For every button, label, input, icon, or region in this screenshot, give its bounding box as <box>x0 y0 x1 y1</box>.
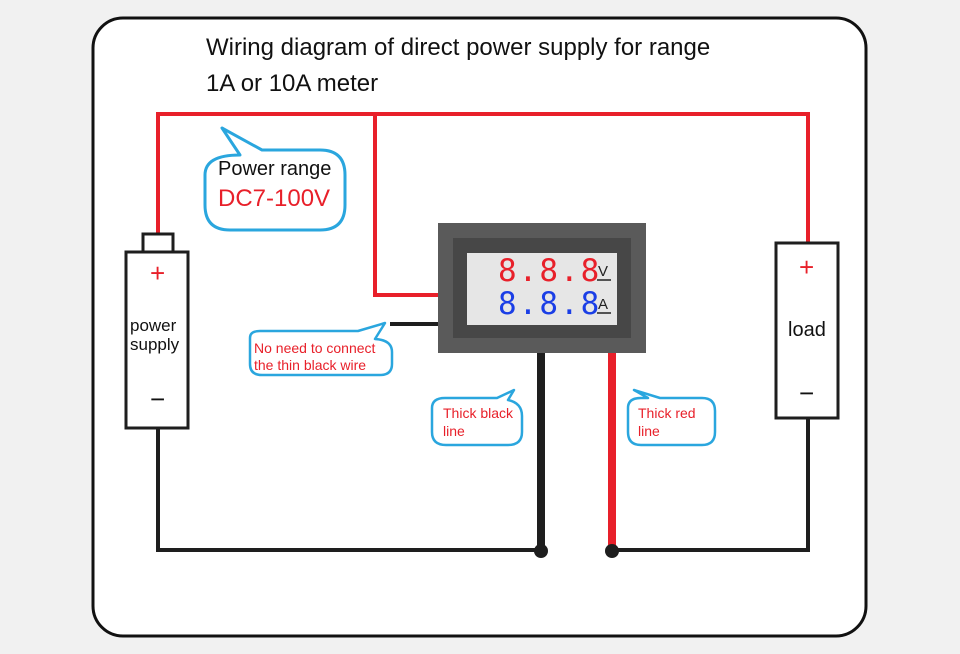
power-supply-plus-sign: + <box>150 258 166 288</box>
power-supply <box>124 232 190 430</box>
supply-minus-wire <box>156 428 541 552</box>
current-display: 8.8.8 <box>498 286 602 322</box>
positive-wires <box>156 112 810 297</box>
power-supply-body <box>124 250 190 430</box>
power-supply-minus-sign: − <box>150 384 166 414</box>
load-label: load <box>788 319 826 341</box>
callout-thick-red <box>626 388 717 447</box>
diagram-title-line2: 1A or 10A meter <box>206 70 379 97</box>
thin-wire-note-line2: the thin black wire <box>254 357 367 373</box>
load-body <box>774 241 840 420</box>
voltage-unit-label: V <box>598 263 609 280</box>
meter-screen <box>467 253 617 325</box>
thin-wire-note-line1: No need to connect <box>254 340 376 356</box>
thick-black-note-line1: Thick black <box>443 405 514 421</box>
meter-power-lead-wire <box>373 114 438 297</box>
power-supply-terminal <box>141 232 175 254</box>
thick-red-note-line2: line <box>638 423 660 439</box>
thick-red-note-line1: Thick red <box>638 405 696 421</box>
power-range-label: Power range <box>218 158 332 180</box>
panel-meter <box>438 223 646 353</box>
load-minus-sign: − <box>799 378 815 408</box>
callout-thin-wire <box>248 321 394 377</box>
negative-wires <box>156 322 810 552</box>
callout-thick-black <box>430 388 524 447</box>
diagram-title-line1: Wiring diagram of direct power supply fo… <box>206 34 711 61</box>
power-range-value: DC7-100V <box>218 185 331 212</box>
load-minus-wire <box>612 418 810 552</box>
thick-black-note-line2: line <box>443 423 465 439</box>
junction-dot-red <box>605 544 619 558</box>
voltage-display: 8.8.8 <box>498 253 602 289</box>
load-plus-sign: + <box>799 252 815 282</box>
power-supply-label-line1: power <box>130 316 177 335</box>
callout-power-range <box>203 126 347 232</box>
current-unit-label: A <box>598 296 609 313</box>
supply-plus-to-load-plus-wire <box>156 112 810 243</box>
power-supply-label-line2: supply <box>130 335 180 354</box>
junction-dot-black <box>534 544 548 558</box>
